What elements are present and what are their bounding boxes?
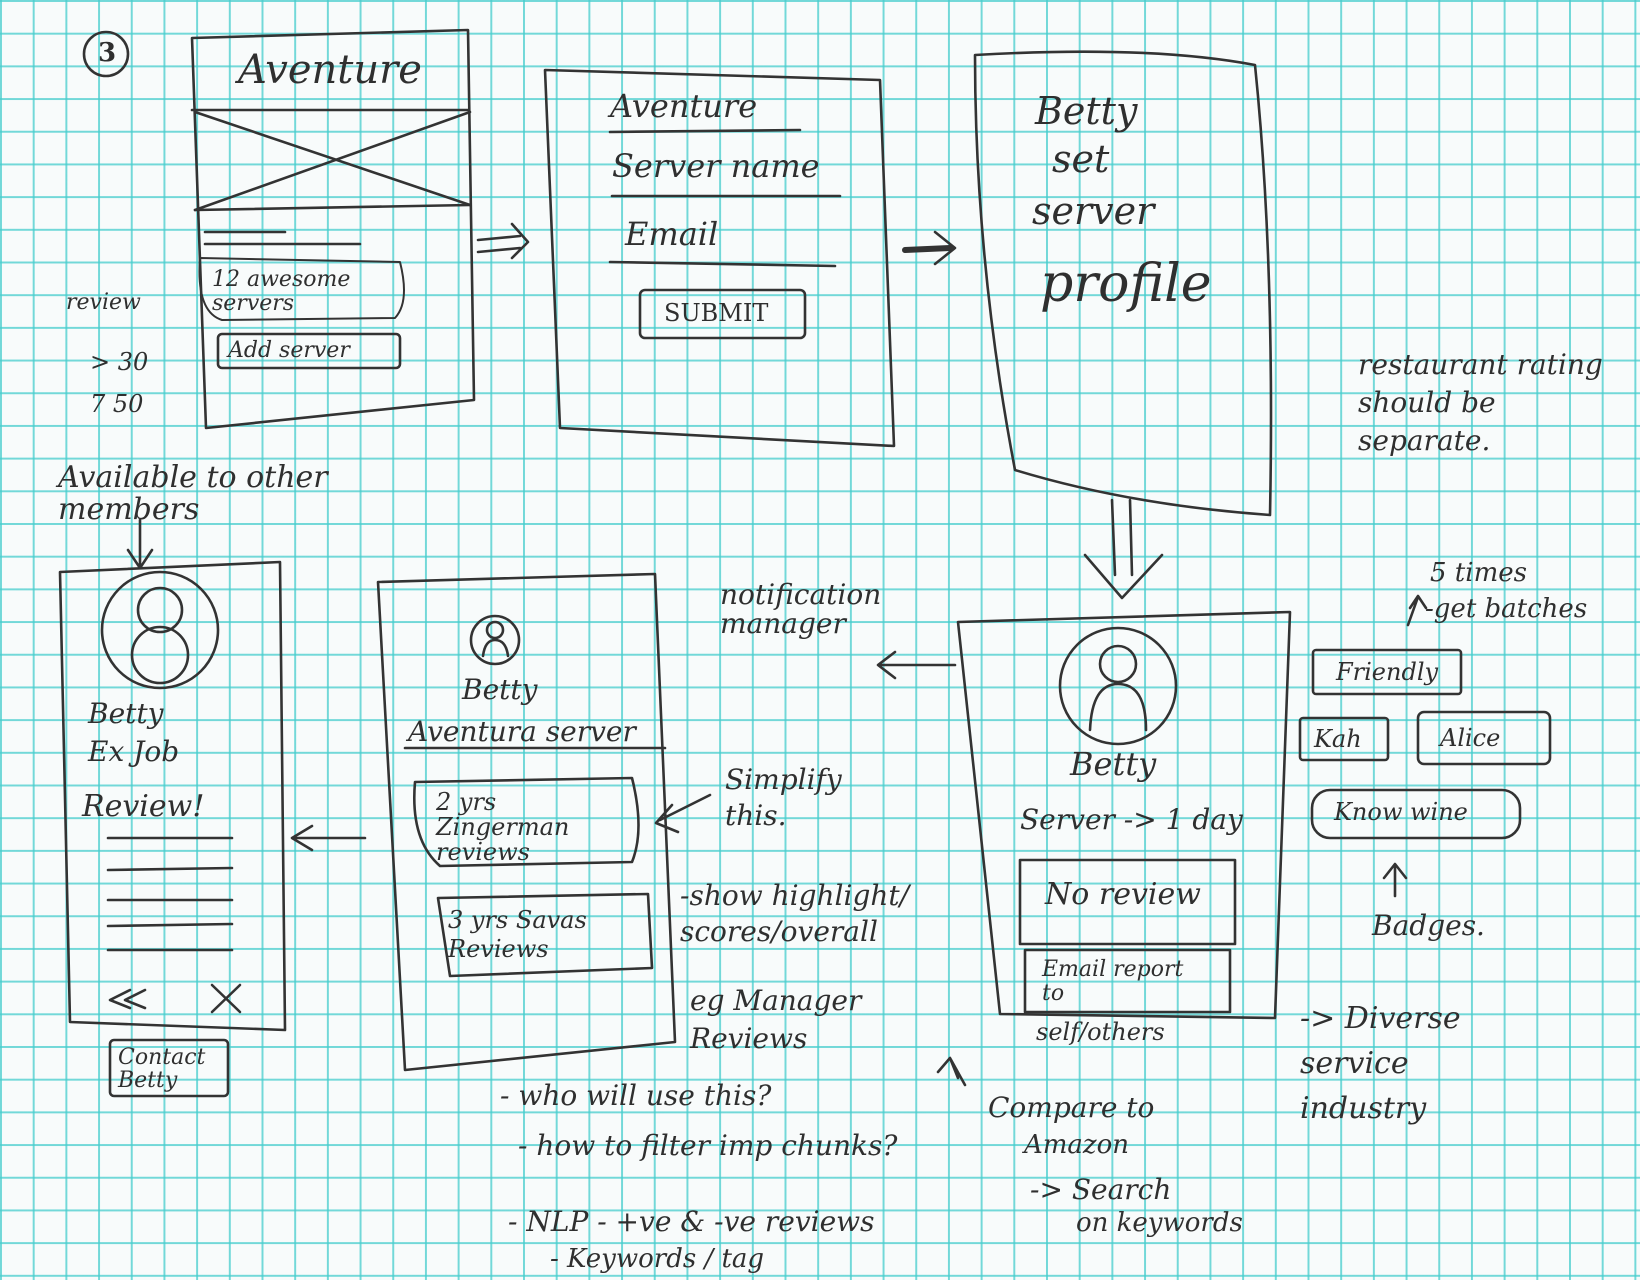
screen3-frame (973, 50, 1273, 517)
note-gt30: > 30 (90, 348, 149, 376)
screen1-add-button[interactable]: Add server (228, 338, 350, 363)
note-750: 7 50 (90, 390, 144, 418)
screen4-email-box (1023, 948, 1232, 1014)
question-1: - who will use this? (500, 1079, 772, 1112)
screen5-item2[interactable]: 3 yrs Savas Reviews (448, 906, 587, 963)
arrow-3-to-4 (1083, 498, 1164, 600)
screen5-item2-box (436, 892, 654, 978)
screen4-review-box (1018, 858, 1237, 946)
compare-line2: Amazon (1024, 1130, 1130, 1160)
screen5-item1[interactable]: 2 yrs Zingerman reviews (436, 788, 570, 867)
screen6-close-x (210, 983, 242, 1014)
question-4: - Keywords / tag (550, 1244, 765, 1274)
screen1-card-text: 12 awesome servers (212, 267, 351, 317)
screen6-avatar-body (130, 625, 190, 685)
arrow-available (126, 518, 154, 570)
screen2-submit-outline (638, 288, 807, 340)
screen2-frame (543, 68, 896, 448)
screen1-cross-b (193, 110, 472, 212)
badge-outline-kah (1298, 716, 1390, 762)
badge-note-arrow (1406, 594, 1428, 627)
page-number-circle (82, 30, 130, 78)
screen4-email-sub: self/others (1036, 1018, 1165, 1046)
screen3-line2: set (1052, 137, 1110, 181)
badges-note-line1: 5 times (1430, 558, 1527, 588)
screen1-cross-a (193, 110, 472, 207)
screen2-email-field[interactable]: Email (625, 215, 719, 253)
screen5-avatar-circle (469, 614, 521, 666)
screen5-name: Betty (462, 673, 538, 706)
screen4-email-button[interactable]: Email report to (1042, 957, 1184, 1007)
arrow-compare (936, 1056, 967, 1087)
screen6-contact-outline (108, 1038, 230, 1098)
arrow-simplify (654, 793, 712, 834)
question-2: - how to filter imp chunks? (518, 1129, 898, 1162)
badge-outline-knowwine (1310, 788, 1522, 840)
screen6-text-line (106, 922, 234, 928)
badges-up-arrow (1382, 862, 1408, 898)
note-eg: eg Manager Reviews (690, 984, 862, 1055)
screen3-line3: server (1032, 189, 1155, 233)
screen2-submit-button[interactable]: SUBMIT (664, 299, 769, 327)
screen5-avatar-body (481, 638, 510, 658)
screen2-server-name-field[interactable]: Server name (612, 147, 820, 185)
screen6-back-chevrons (108, 988, 147, 1010)
screen6-frame (58, 560, 287, 1032)
question-3: - NLP - +ve & -ve reviews (508, 1205, 875, 1238)
badge-knowwine: Know wine (1334, 798, 1468, 826)
screen1-add-button-outline (216, 332, 402, 370)
arrow-5-to-6 (290, 824, 367, 852)
note-diverse: -> Diverse service industry (1300, 1001, 1461, 1126)
arrow-notification (876, 650, 957, 680)
screen1-title: Aventure (238, 47, 422, 93)
note-highlight: -show highlight/ scores/overall (680, 879, 910, 949)
compare-line1: Compare to (988, 1091, 1155, 1124)
screen4-role: Server -> 1 day (1020, 803, 1243, 836)
screen6-name: Betty (88, 697, 164, 730)
screen1-card-outline (198, 257, 405, 321)
arrow-1-to-2 (476, 222, 530, 260)
screen6-exjob: Ex Job (88, 735, 180, 768)
screen4-avatar-body (1088, 682, 1148, 732)
screen5-subtitle: Aventura server (408, 715, 636, 748)
badge-alice: Alice (1440, 724, 1501, 752)
note-review: review (66, 290, 141, 315)
screen4-name: Betty (1070, 745, 1157, 783)
badge-kah: Kah (1314, 725, 1362, 753)
screen4-avatar-circle (1058, 626, 1178, 746)
note-simplify: Simplify this. (725, 763, 842, 833)
screen5-frame (376, 572, 677, 1072)
screen2-title: Aventure (610, 87, 758, 125)
screen6-avatar-circle (100, 570, 220, 690)
badges-label: Badges. (1372, 909, 1485, 942)
note-restaurant: restaurant rating should be separate. (1358, 348, 1603, 457)
screen5-item1-box (413, 776, 640, 868)
screen3-line1: Betty (1035, 89, 1138, 133)
note-available: Available to other members (58, 460, 328, 527)
screen1-frame (190, 28, 476, 430)
screen2-rule (608, 260, 837, 268)
badge-friendly: Friendly (1336, 658, 1439, 686)
screen4-review-text: No review (1045, 877, 1201, 912)
screen4-frame (956, 610, 1292, 1020)
screen2-rule (608, 128, 802, 134)
screen4-avatar-head (1098, 644, 1138, 684)
badge-outline-friendly (1311, 648, 1463, 696)
arrow-2-to-3 (902, 245, 953, 253)
badges-note-line2: -get batches (1425, 594, 1588, 624)
screen6-contact-button[interactable]: Contact Betty (118, 1045, 206, 1094)
screen6-text-line (106, 866, 234, 872)
screen6-avatar-head (136, 586, 184, 634)
screen5-avatar-head (485, 620, 505, 640)
note-notification: notification manager (720, 578, 882, 641)
arrow-2-to-3-head (933, 230, 957, 266)
badge-outline-alice (1416, 710, 1552, 766)
screen3-line4: profile (1040, 254, 1212, 314)
screen1-image-bottom (193, 203, 472, 212)
screen6-review-label: Review! (82, 789, 205, 824)
compare-search1: -> Search (1030, 1173, 1172, 1206)
page-number: 3 (98, 38, 117, 68)
compare-search2: on keywords (1076, 1208, 1243, 1238)
